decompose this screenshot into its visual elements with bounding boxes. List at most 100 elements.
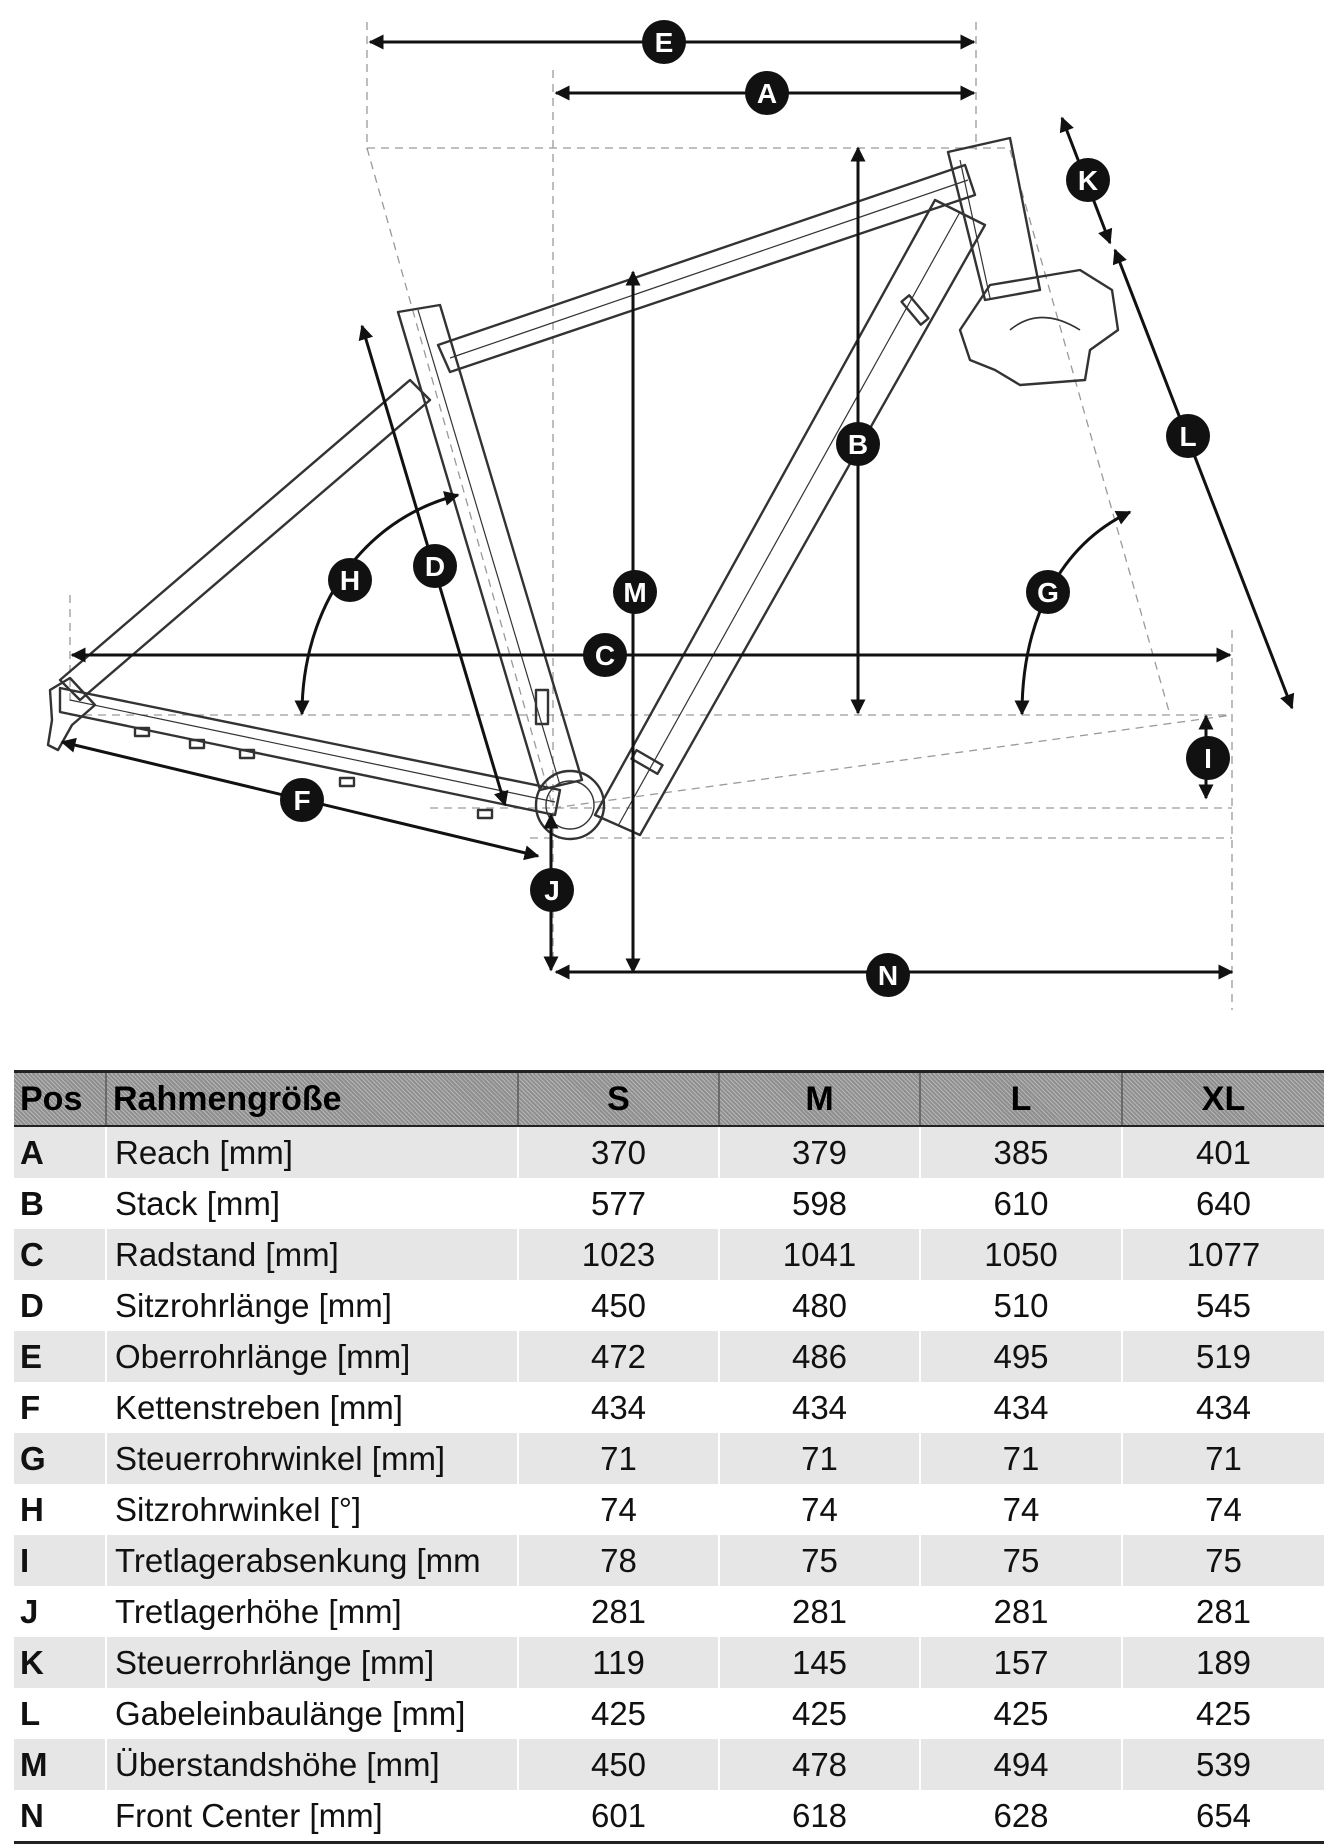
badge-C-label: C [595, 640, 615, 671]
row-value: 75 [1121, 1535, 1324, 1586]
row-value: 281 [919, 1586, 1122, 1637]
row-pos: A [14, 1126, 106, 1178]
badge-M-label: M [623, 577, 646, 608]
row-value: 1050 [919, 1229, 1122, 1280]
row-label: Radstand [mm] [105, 1229, 518, 1280]
row-pos: B [14, 1178, 106, 1229]
row-label: Gabeleinbaulänge [mm] [105, 1688, 518, 1739]
row-value: 145 [718, 1637, 920, 1688]
row-value: 401 [1121, 1126, 1324, 1178]
badge-D: D [413, 544, 457, 588]
row-value: 601 [517, 1790, 719, 1844]
badge-N-label: N [878, 960, 898, 991]
row-value: 157 [919, 1637, 1122, 1688]
badge-F-label: F [293, 785, 310, 816]
row-value: 486 [718, 1331, 920, 1382]
row-value: 425 [919, 1688, 1122, 1739]
row-value: 510 [919, 1280, 1122, 1331]
header-size-l: L [919, 1070, 1122, 1127]
badge-I: I [1186, 736, 1230, 780]
row-pos: K [14, 1637, 106, 1688]
row-value: 480 [718, 1280, 920, 1331]
badge-G: G [1026, 570, 1070, 614]
row-value: 71 [718, 1433, 920, 1484]
badge-I-label: I [1204, 743, 1212, 774]
row-value: 450 [517, 1739, 719, 1790]
badge-C: C [583, 633, 627, 677]
row-value: 425 [517, 1688, 719, 1739]
badge-E-label: E [655, 27, 674, 58]
row-pos: J [14, 1586, 106, 1637]
badge-J-label: J [544, 875, 560, 906]
row-value: 370 [517, 1126, 719, 1178]
row-value: 450 [517, 1280, 719, 1331]
row-value: 1023 [517, 1229, 719, 1280]
row-value: 189 [1121, 1637, 1324, 1688]
bike-frame [46, 136, 1120, 841]
row-label: Tretlagerabsenkung [mm [105, 1535, 518, 1586]
row-label: Tretlagerhöhe [mm] [105, 1586, 518, 1637]
row-pos: D [14, 1280, 106, 1331]
badge-B: B [836, 422, 880, 466]
row-value: 434 [718, 1382, 920, 1433]
label-badges: E A K L B H D M G C I F J N [280, 20, 1230, 997]
badge-E: E [642, 20, 686, 64]
badge-J: J [530, 868, 574, 912]
row-label: Steuerrohrwinkel [mm] [105, 1433, 518, 1484]
row-value: 385 [919, 1126, 1122, 1178]
row-label: Reach [mm] [105, 1126, 518, 1178]
row-value: 598 [718, 1178, 920, 1229]
header-size-xl: XL [1121, 1070, 1324, 1127]
row-value: 74 [517, 1484, 719, 1535]
row-label: Sitzrohrlänge [mm] [105, 1280, 518, 1331]
row-value: 1077 [1121, 1229, 1324, 1280]
row-value: 379 [718, 1126, 920, 1178]
row-value: 610 [919, 1178, 1122, 1229]
row-label: Kettenstreben [mm] [105, 1382, 518, 1433]
row-value: 75 [919, 1535, 1122, 1586]
row-value: 654 [1121, 1790, 1324, 1844]
badge-G-label: G [1037, 577, 1059, 608]
row-value: 539 [1121, 1739, 1324, 1790]
row-value: 71 [1121, 1433, 1324, 1484]
row-pos: E [14, 1331, 106, 1382]
badge-L: L [1166, 414, 1210, 458]
row-value: 281 [517, 1586, 719, 1637]
row-label: Stack [mm] [105, 1178, 518, 1229]
row-pos: F [14, 1382, 106, 1433]
row-value: 618 [718, 1790, 920, 1844]
row-value: 495 [919, 1331, 1122, 1382]
row-value: 425 [718, 1688, 920, 1739]
row-label: Front Center [mm] [105, 1790, 518, 1844]
header-size-s: S [517, 1070, 719, 1127]
row-value: 425 [1121, 1688, 1324, 1739]
header-size-m: M [718, 1070, 920, 1127]
row-pos: N [14, 1790, 106, 1844]
row-value: 577 [517, 1178, 719, 1229]
row-label: Überstandshöhe [mm] [105, 1739, 518, 1790]
header-frame-size: Rahmengröße [105, 1070, 518, 1127]
angle-H-arrow [294, 491, 460, 716]
row-value: 494 [919, 1739, 1122, 1790]
row-pos: L [14, 1688, 106, 1739]
row-value: 640 [1121, 1178, 1324, 1229]
badge-M: M [613, 570, 657, 614]
row-value: 545 [1121, 1280, 1324, 1331]
badge-A: A [745, 71, 789, 115]
row-pos: C [14, 1229, 106, 1280]
row-value: 78 [517, 1535, 719, 1586]
badge-K: K [1066, 158, 1110, 202]
row-value: 71 [919, 1433, 1122, 1484]
row-value: 281 [718, 1586, 920, 1637]
